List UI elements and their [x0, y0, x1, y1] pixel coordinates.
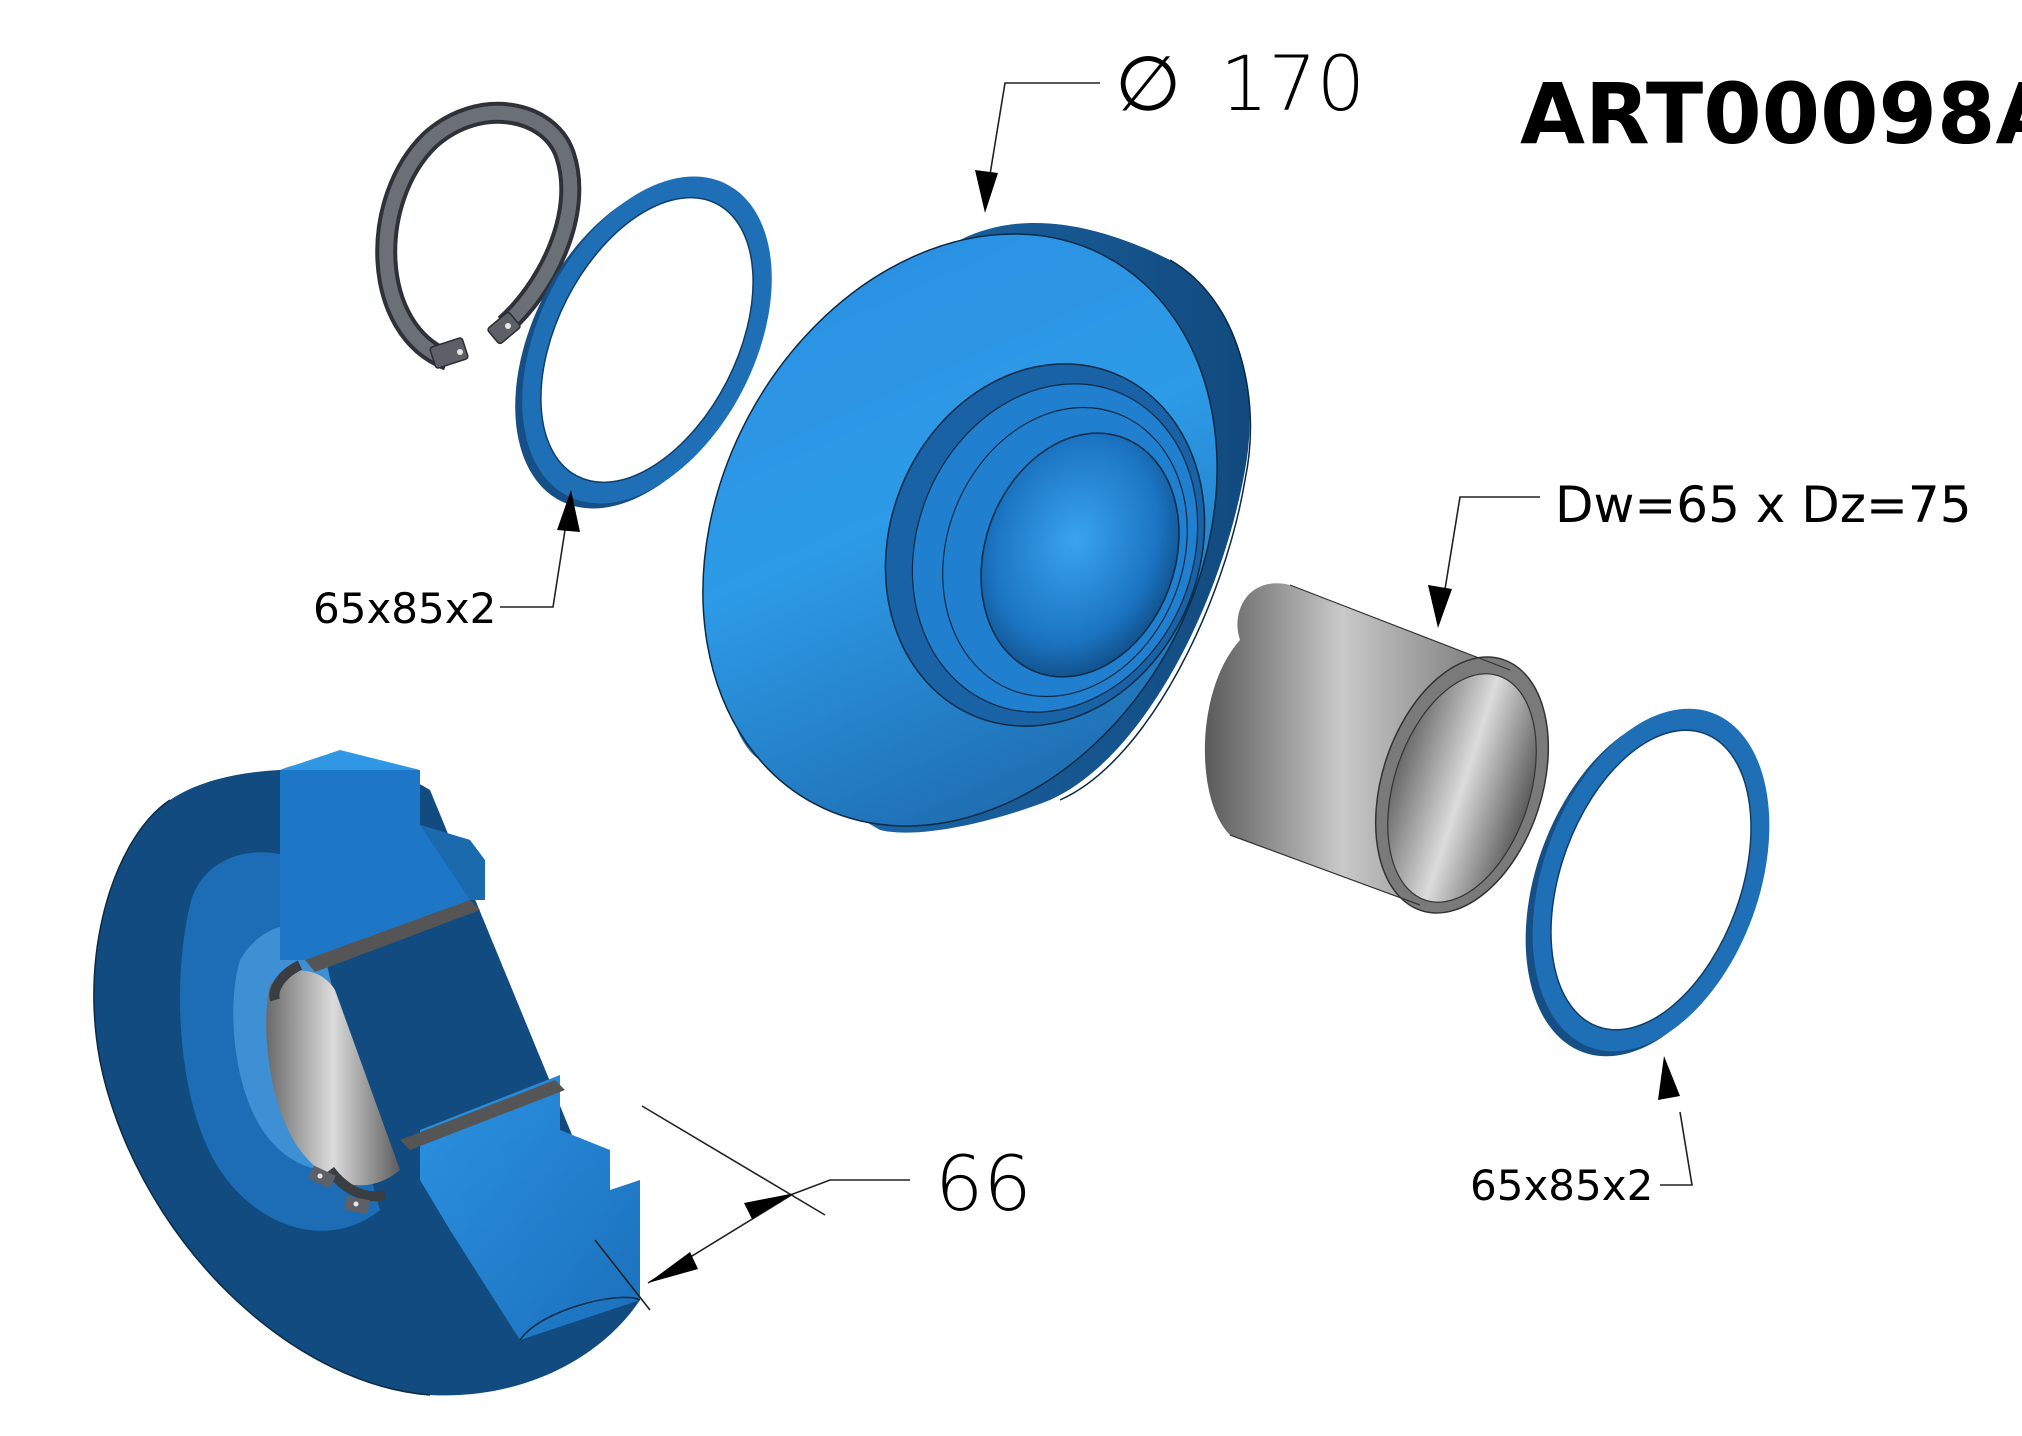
part-code: ART00098A — [1520, 65, 2022, 163]
sectioned-wheel-assembly — [93, 750, 641, 1396]
retaining-ring — [375, 101, 582, 371]
diameter-value: 170 — [1220, 39, 1365, 128]
dimension-leaders — [500, 82, 1693, 1311]
washer-right-dimension: 65x85x2 — [1470, 1161, 1653, 1210]
bushing-dimension: Dw=65 x Dz=75 — [1555, 476, 1972, 534]
steel-bushing — [1204, 583, 1550, 914]
width-dimension: 66 — [935, 1139, 1032, 1228]
washer-right — [1525, 708, 1770, 1057]
wheel-tire — [702, 222, 1252, 833]
diameter-symbol: ∅ — [1115, 39, 1181, 128]
washer-left-dimension: 65x85x2 — [313, 584, 496, 633]
washer-left — [515, 176, 772, 509]
